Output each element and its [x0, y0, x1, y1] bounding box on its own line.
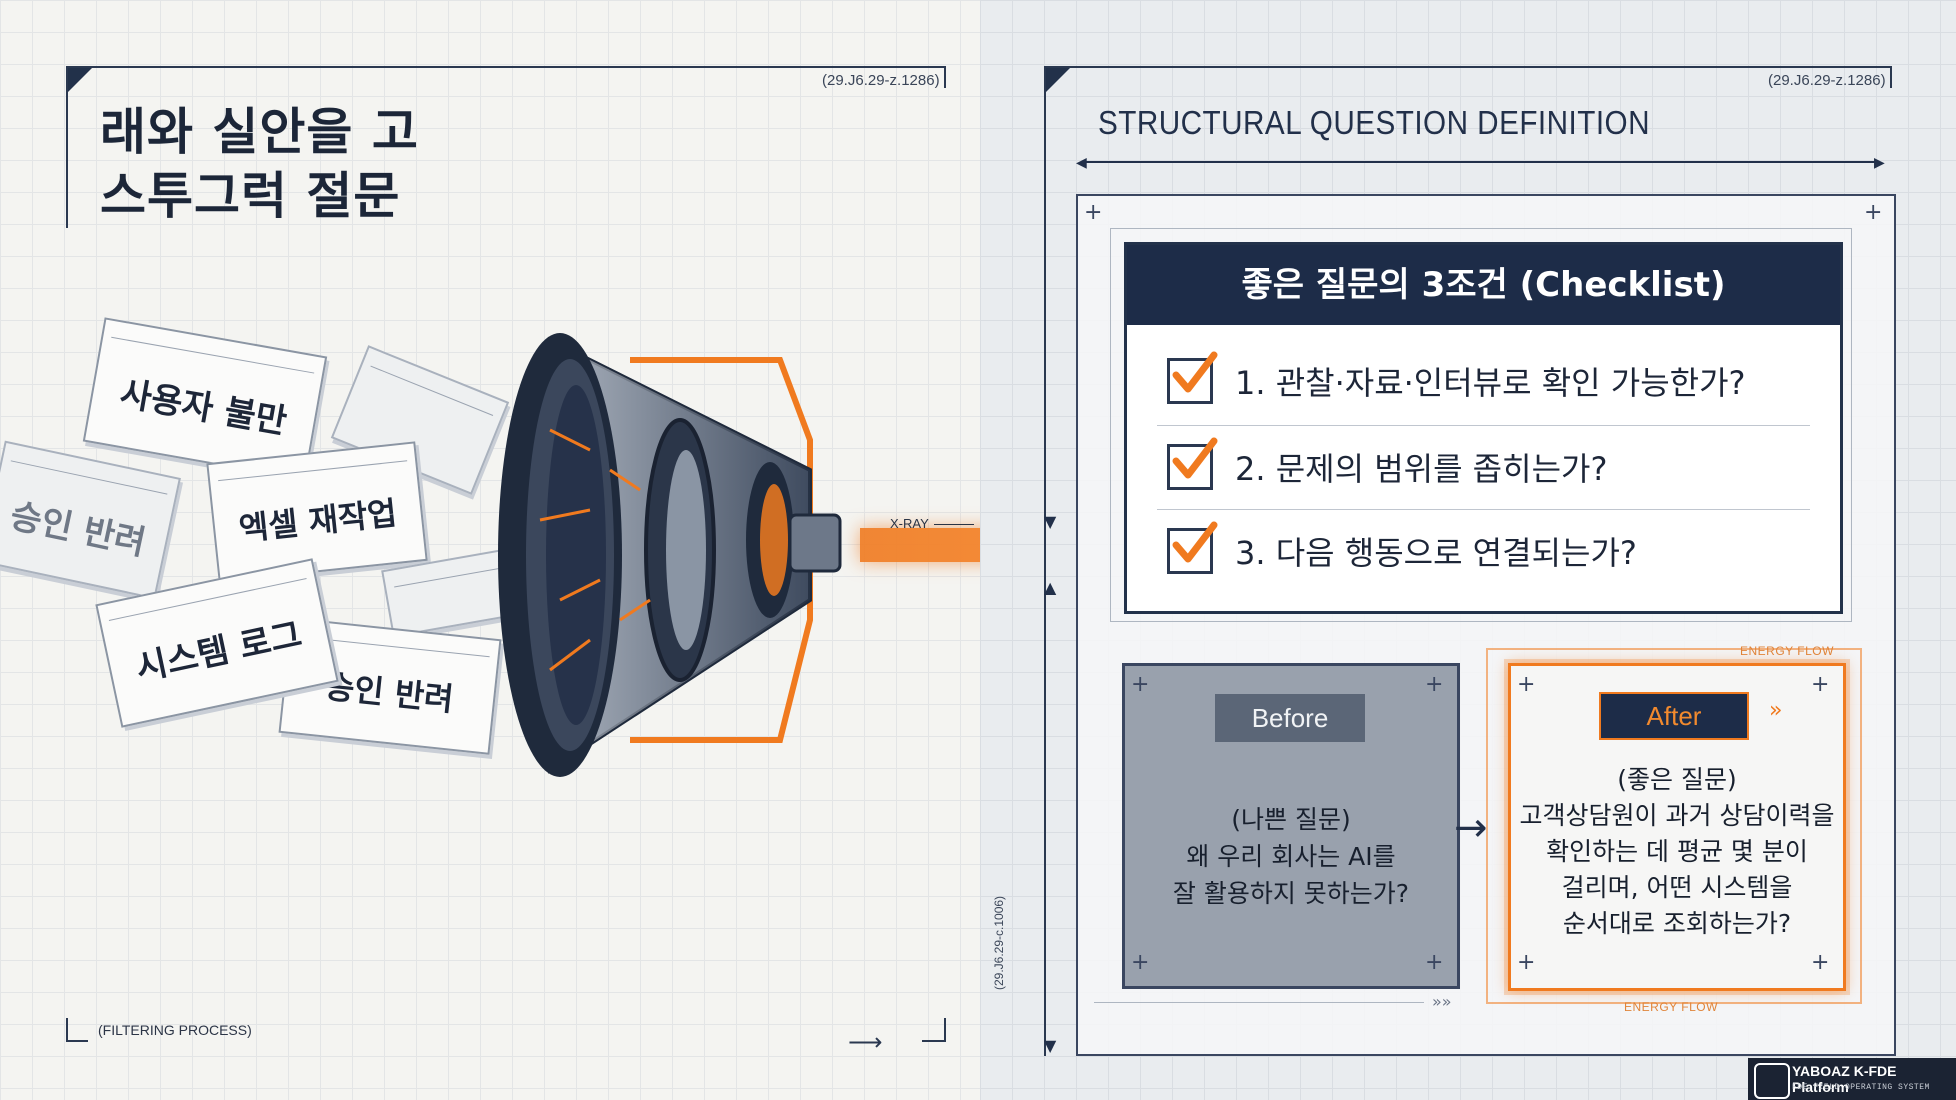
plus-mark: + [1517, 950, 1536, 975]
right-frame-tick [1890, 66, 1892, 88]
after-line: 고객상담원이 과거 상담이력을 [1519, 801, 1835, 830]
xray-leader-line [934, 524, 974, 525]
checklist-item-3: 3. 다음 행동으로 연결되는가? [1167, 511, 1810, 591]
guide-line [1094, 1002, 1424, 1003]
title-line-1: 래와 실안을 고 [100, 103, 419, 161]
footer-arrow-icon: ⟶ [848, 1028, 883, 1056]
checkbox-checked-icon [1167, 521, 1218, 574]
before-line: 잘 활용하지 못하는가? [1172, 879, 1410, 908]
spark-lines [539, 428, 651, 672]
checkbox-checked-icon [1167, 351, 1218, 404]
plus-mark: + [1425, 950, 1444, 975]
page-title: 래와 실안을 고 스투그럭 절문 [100, 100, 419, 228]
small-ring-glow [760, 484, 788, 596]
platform-badge: YABOAZ K-FDE Platform FDE FIELD OPERATIN… [1748, 1058, 1956, 1100]
xray-label: X-RAY [890, 516, 929, 531]
arrow-up-icon: ▲ [1044, 578, 1057, 597]
before-tag: Before [1215, 694, 1365, 742]
card-label: 엑셀 재작업 [237, 493, 399, 549]
checklist-item-1: 1. 관찰·자료·인터뷰로 확인 가능한가? [1167, 341, 1810, 421]
after-card: + + + + After » (좋은 질문) 고객상담원이 과거 상담이력을 … [1508, 663, 1846, 991]
checklist-item-text: 1. 관찰·자료·인터뷰로 확인 가능한가? [1235, 364, 1746, 402]
plus-mark: + [1131, 672, 1150, 697]
checklist-card: 좋은 질문의 3조건 (Checklist) 1. 관찰·자료·인터뷰로 확인 … [1124, 242, 1843, 614]
fast-forward-icon: » [1769, 698, 1783, 723]
corner-marker-right [1044, 66, 1072, 94]
footer-bracket-right [944, 1018, 946, 1042]
card-label: 사용자 불만 [117, 373, 290, 443]
energy-flow-outline [1486, 648, 1862, 1004]
checkbox-checked-icon [1167, 437, 1218, 490]
arrow-right-icon: → [1454, 805, 1488, 851]
after-question: (좋은 질문) 고객상담원이 과거 상담이력을 확인하는 데 평균 몇 분이 걸… [1511, 762, 1843, 942]
platform-name: YABOAZ K-FDE Platform [1792, 1063, 1897, 1095]
nozzle [788, 513, 842, 573]
right-code: (29.J6.29-z.1286) [1768, 72, 1886, 89]
before-line: 왜 우리 회사는 AI를 [1186, 842, 1396, 871]
card-label: 시스템 로그 [132, 614, 306, 689]
after-tag: After [1599, 692, 1749, 740]
chevrons-icon: »» [1432, 992, 1452, 1011]
checklist-item-text: 3. 다음 행동으로 연결되는가? [1235, 534, 1637, 572]
footer-bracket-right-base [922, 1040, 944, 1042]
title-line-2: 스투그럭 절문 [100, 167, 401, 225]
right-frame-top [1044, 66, 1892, 68]
platform-subtitle: FDE FIELD OPERATING SYSTEM [1792, 1083, 1930, 1092]
card-label: 승인 반려 [6, 495, 150, 564]
arrow-left-icon: ◀ [1076, 155, 1087, 171]
right-frame-left [1044, 66, 1046, 1056]
plus-mark: + [1864, 200, 1883, 225]
after-line: (좋은 질문) [1617, 765, 1737, 794]
before-question: (나쁜 질문) 왜 우리 회사는 AI를 잘 활용하지 못하는가? [1125, 801, 1457, 912]
width-arrow-line [1086, 161, 1880, 163]
before-card: + + + + Before (나쁜 질문) 왜 우리 회사는 AI를 잘 활용… [1122, 663, 1460, 989]
plus-mark: + [1131, 950, 1150, 975]
section-title: STRUCTURAL QUESTION DEFINITION [1098, 104, 1650, 141]
plus-mark: + [1811, 672, 1830, 697]
card-excel-rework: 엑셀 재작업 [206, 441, 428, 583]
frame-right-tick [944, 66, 946, 88]
arrow-bottom-icon: ▼ [1044, 1036, 1057, 1055]
middle-ring-inner [666, 450, 706, 650]
energy-flow-label-bottom: ENERGY FLOW [1624, 1000, 1718, 1014]
vertical-code: (29.J6.29-c.1006) [992, 895, 1006, 990]
checklist-item-text: 2. 문제의 범위를 좁히는가? [1235, 450, 1608, 488]
footer-label: (FILTERING PROCESS) [98, 1022, 252, 1038]
checklist-item-2: 2. 문제의 범위를 좁히는가? [1167, 427, 1810, 507]
footer-bracket-left-base [66, 1040, 88, 1042]
after-line: 순서대로 조회하는가? [1562, 909, 1792, 938]
platform-logo-icon [1754, 1063, 1790, 1099]
checklist-guide-frame [1110, 228, 1852, 622]
plus-mark: + [1425, 672, 1444, 697]
corner-marker [66, 66, 94, 94]
checklist-divider [1157, 425, 1810, 426]
arrow-down-icon: ▼ [1044, 512, 1057, 531]
energy-flow-label-top: ENERGY FLOW [1740, 644, 1834, 658]
after-line: 확인하는 데 평균 몇 분이 [1546, 837, 1808, 866]
after-line: 걸리며, 어떤 시스템을 [1561, 873, 1793, 902]
funnel-throat [546, 385, 606, 725]
checklist-title: 좋은 질문의 3조건 (Checklist) [1127, 245, 1840, 325]
before-line: (나쁜 질문) [1231, 805, 1351, 834]
plus-mark: + [1811, 950, 1830, 975]
plus-mark: + [1517, 672, 1536, 697]
frame-left-line [66, 66, 68, 228]
arrow-right-icon: ▶ [1874, 155, 1885, 171]
plus-mark: + [1084, 200, 1103, 225]
filter-machine-illustration [498, 333, 842, 777]
checklist-divider [1157, 509, 1810, 510]
footer-bracket-left [66, 1018, 68, 1042]
left-code: (29.J6.29-z.1286) [822, 72, 940, 89]
frame-top-line [66, 66, 946, 68]
